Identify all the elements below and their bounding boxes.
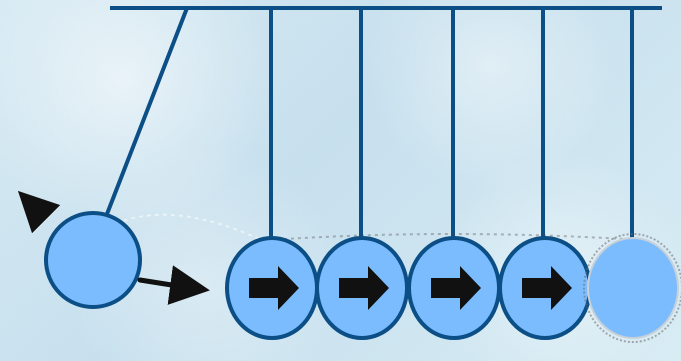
arrow-right-icon [249,266,299,310]
ball-5-motion-ring [583,233,681,343]
ball-5 [587,237,679,339]
swing-string [105,7,189,215]
arrow-right-icon [137,265,210,305]
arrow-right-icon [339,266,389,310]
arrow-right-icon [431,266,481,310]
swinging-ball [44,211,142,309]
motion-trail-right [269,233,641,241]
arrow-up-left-icon [17,190,61,234]
arrow-right-icon [522,266,572,310]
